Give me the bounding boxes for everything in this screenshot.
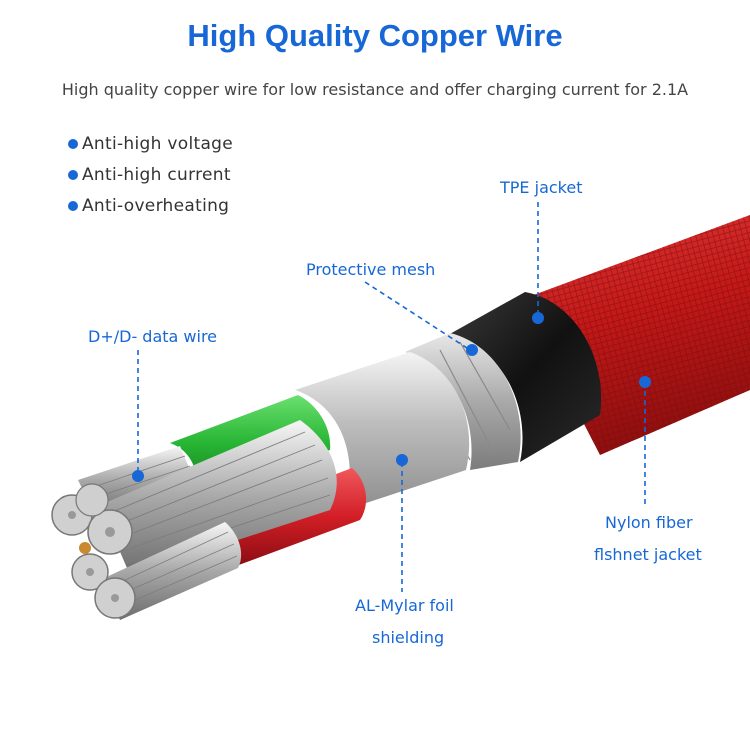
page-title: High Quality Copper Wire xyxy=(187,18,563,53)
mylar-foil-shield xyxy=(295,352,470,510)
strand-bundle-main xyxy=(100,420,337,575)
tpe-jacket-ring xyxy=(448,292,602,462)
bullet-dot-icon xyxy=(68,170,78,180)
callout-protective-mesh xyxy=(364,281,471,351)
label-mylar-line1: AL-Mylar foil xyxy=(355,596,454,615)
feature-anti-high-voltage: Anti-high voltage xyxy=(68,134,233,154)
feature-anti-high-current: Anti-high current xyxy=(68,165,231,185)
label-nylon-line1: Nylon fiber xyxy=(605,513,693,532)
callout-dot-mylar xyxy=(396,454,408,466)
label-nylon-line2: flshnet jacket xyxy=(594,545,702,564)
feature-label: Anti-high current xyxy=(82,165,231,185)
label-mylar-line2: shielding xyxy=(372,628,445,647)
label-protective-mesh: Protective mesh xyxy=(306,260,436,279)
wire-end-faces xyxy=(51,483,136,619)
page-subtitle: High quality copper wire for low resista… xyxy=(61,80,689,99)
bullet-dot-icon xyxy=(68,139,78,149)
feature-label: Anti-high voltage xyxy=(82,134,234,154)
label-tpe-jacket: TPE jacket xyxy=(500,178,583,197)
label-data-wire: D+/D- data wire xyxy=(88,327,218,346)
feature-label: Anti-overheating xyxy=(82,196,230,216)
bullet-dot-icon xyxy=(68,201,78,211)
callout-dot-data xyxy=(132,470,144,482)
feature-anti-overheating: Anti-overheating xyxy=(68,196,229,216)
callout-dot-mesh xyxy=(466,344,478,356)
callout-dot-tpe xyxy=(532,312,544,324)
callout-dot-nylon xyxy=(639,376,651,388)
